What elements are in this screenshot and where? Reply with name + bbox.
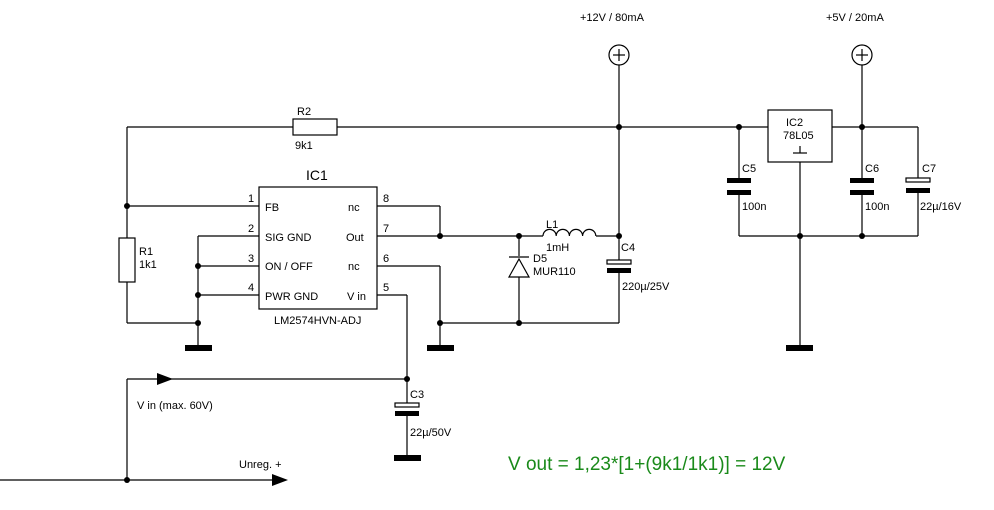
arrow-right-icon: [272, 474, 288, 486]
c3-ref: C3: [410, 389, 424, 401]
c6: C6 100n: [850, 163, 889, 213]
ic1-pin-name: PWR GND: [265, 291, 318, 303]
c7: C7 22µ/16V: [905, 163, 962, 213]
ic1-ref: IC1: [306, 167, 328, 183]
l1-ref: L1: [546, 219, 558, 231]
ic2-part: 78L05: [783, 130, 814, 142]
polarized-capacitor-icon: [606, 259, 632, 265]
ground-symbols: [185, 345, 813, 461]
capacitor-icon: [727, 178, 751, 183]
ic1-pin-name: ON / OFF: [265, 261, 313, 273]
junctions: [124, 124, 865, 483]
resistor-icon: [292, 118, 338, 136]
diode-icon: [507, 257, 531, 278]
unreg-label: Unreg. +: [239, 459, 282, 471]
c3: C3 22µ/50V: [394, 389, 452, 439]
c5-ref: C5: [742, 163, 756, 175]
r2-ref: R2: [297, 106, 311, 118]
ic1: IC1 LM2574HVN-ADJ FB SIG GND ON / OFF PW…: [248, 167, 389, 327]
l1-value: 1mH: [546, 242, 569, 254]
ic1-pin-name: FB: [265, 202, 279, 214]
ic1-pin-number: 5: [383, 282, 389, 294]
r1-ref: R1: [139, 246, 153, 258]
ic1-pin-name: nc: [348, 202, 360, 214]
output-voltage-formula: V out = 1,23*[1+(9k1/1k1)] = 12V: [508, 454, 786, 475]
capacitor-plate: [906, 188, 930, 193]
c5: C5 100n: [727, 163, 766, 213]
c6-ref: C6: [865, 163, 879, 175]
r1-value: 1k1: [139, 259, 157, 271]
l1: L1 1mH: [542, 219, 597, 254]
ic2-ref: IC2: [786, 117, 803, 129]
c7-value: 22µ/16V: [920, 201, 962, 213]
ic1-pin-number: 4: [248, 282, 254, 294]
rail-5v-label: +5V / 20mA: [826, 12, 884, 24]
ic2: IC2 78L05: [767, 109, 833, 163]
r2: R2 9k1: [292, 106, 338, 152]
polarized-capacitor-icon: [394, 402, 420, 408]
c4: C4 220µ/25V: [606, 242, 670, 293]
d5: D5 MUR110: [507, 253, 576, 278]
capacitor-icon: [850, 178, 874, 183]
input: V in (max. 60V) Unreg. +: [137, 373, 288, 486]
c4-value: 220µ/25V: [622, 281, 670, 293]
arrow-right-icon: [157, 373, 173, 385]
d5-value: MUR110: [533, 266, 576, 278]
rail-5v: +5V / 20mA: [826, 12, 884, 66]
r2-value: 9k1: [295, 140, 313, 152]
ic1-pin-number: 8: [383, 193, 389, 205]
wires: [0, 65, 919, 481]
c3-value: 22µ/50V: [410, 427, 452, 439]
capacitor-plate: [727, 190, 751, 195]
ic1-pin-name: SIG GND: [265, 232, 312, 244]
c4-ref: C4: [621, 242, 635, 254]
resistor-icon: [118, 237, 136, 283]
ic1-pin-name: V in: [347, 291, 366, 303]
c6-value: 100n: [865, 201, 889, 213]
d5-ref: D5: [533, 253, 547, 265]
ic1-part: LM2574HVN-ADJ: [274, 315, 361, 327]
capacitor-plate: [607, 268, 631, 273]
ic1-pin-number: 6: [383, 253, 389, 265]
capacitor-plate: [850, 190, 874, 195]
ic1-pin-number: 2: [248, 223, 254, 235]
polarized-capacitor-icon: [905, 177, 931, 183]
ic1-pin-name: Out: [346, 232, 364, 244]
c5-value: 100n: [742, 201, 766, 213]
c7-ref: C7: [922, 163, 936, 175]
ic1-pin-name: nc: [348, 261, 360, 273]
ic1-pin-number: 3: [248, 253, 254, 265]
r1: R1 1k1: [118, 237, 157, 283]
ic1-pin-number: 7: [383, 223, 389, 235]
ic1-body: [258, 186, 378, 310]
capacitor-plate: [395, 411, 419, 416]
rail-12v: +12V / 80mA: [580, 12, 645, 66]
ic1-pin-number: 1: [248, 193, 254, 205]
vin-label: V in (max. 60V): [137, 400, 213, 412]
rail-12v-label: +12V / 80mA: [580, 12, 645, 24]
inductor-icon: [542, 228, 597, 237]
